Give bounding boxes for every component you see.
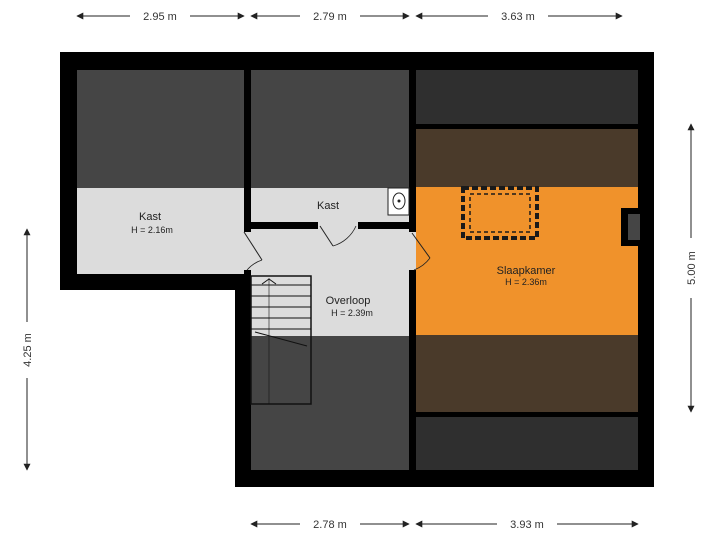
dimension-top-3: 3.63 m: [501, 11, 535, 23]
room-label-kast-middle: Kast: [317, 200, 339, 212]
room-height-slaapkamer: H = 2.36m: [505, 277, 547, 287]
room-label-kast-left: Kast: [139, 211, 161, 223]
dimension-left-label: 4.25 m: [22, 333, 34, 367]
sloped-ceiling-bottom: [416, 335, 638, 412]
room-kast-middle: [251, 188, 409, 222]
eave-area-bottom: [416, 417, 638, 470]
eave-area-top: [416, 70, 638, 124]
sloped-ceiling-top: [416, 129, 638, 187]
room-slaapkamer: [416, 187, 638, 335]
room-kast-left: [77, 188, 244, 274]
dimension-bottom-1: 2.78 m: [313, 519, 347, 531]
sink-icon: [387, 187, 410, 216]
skylight-icon: [461, 186, 539, 240]
dimension-left: 4.25 m: [22, 228, 34, 471]
low-ceiling-area-left: [77, 70, 244, 188]
dimension-right: 5.00 m: [686, 123, 698, 413]
dimension-bottom: 2.78 m 3.93 m: [250, 519, 639, 531]
room-label-slaapkamer: Slaapkamer: [497, 265, 556, 277]
room-height-overloop: H = 2.39m: [331, 308, 373, 318]
dimension-top-1: 2.95 m: [143, 11, 177, 23]
dimension-top: 2.95 m 2.79 m 3.63 m: [76, 11, 623, 23]
dimension-top-2: 2.79 m: [313, 11, 347, 23]
low-ceiling-area-lower: [251, 336, 409, 470]
low-ceiling-area-middle: [251, 70, 409, 188]
room-height-kast-left: H = 2.16m: [131, 225, 173, 235]
stairs-icon: [250, 275, 312, 405]
dimension-right-label: 5.00 m: [686, 251, 698, 285]
room-label-overloop: Overloop: [326, 295, 371, 307]
dimension-bottom-2: 3.93 m: [510, 519, 544, 531]
chimney-icon: [621, 208, 645, 246]
door-swing-icon: [243, 222, 431, 271]
